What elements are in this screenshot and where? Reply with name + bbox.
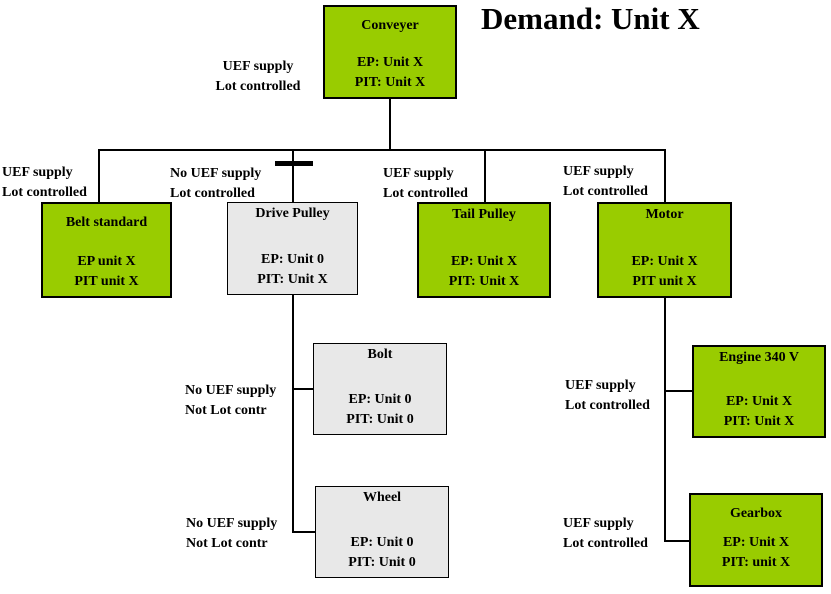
label-drive-pulley-supply: No UEF supply Lot controlled: [170, 166, 262, 201]
connector-bolt-stub: [292, 388, 313, 390]
label-bolt-supply: No UEF supply Not Lot contr: [185, 383, 277, 418]
connector-tail-pulley-drop: [484, 149, 486, 202]
connector-main-horizontal: [98, 149, 666, 151]
line-break-tick: [275, 161, 313, 166]
connector-gearbox-elbow: [664, 540, 689, 542]
node-gearbox: Gearbox EP: Unit X PIT: unit X: [689, 493, 823, 587]
node-motor-ep: EP: Unit X: [631, 254, 698, 269]
node-wheel-title: Wheel: [362, 490, 402, 505]
node-tail-pulley: Tail Pulley EP: Unit X PIT: Unit X: [417, 202, 551, 298]
node-tail-pulley-values: EP: Unit X PIT: Unit X: [419, 252, 549, 296]
node-engine-title: Engine 340 V: [719, 350, 799, 365]
node-belt-standard-pit: PIT unit X: [74, 274, 139, 289]
label-tail-pulley-supply: UEF supply Lot controlled: [383, 166, 468, 201]
node-gearbox-values: EP: Unit X PIT: unit X: [691, 533, 821, 585]
node-belt-standard-ep: EP unit X: [77, 254, 136, 269]
node-drive-pulley-ep: EP: Unit 0: [261, 252, 324, 267]
node-conveyer-values: EP: Unit X PIT: Unit X: [325, 53, 455, 97]
node-conveyer-title: Conveyer: [361, 18, 419, 33]
node-bolt-ep: EP: Unit 0: [348, 392, 412, 407]
label-motor-supply: UEF supply Lot controlled: [563, 164, 648, 199]
node-gearbox-ep: EP: Unit X: [722, 535, 790, 550]
connector-drive-pulley-trunk: [292, 295, 294, 533]
page-title: Demand: Unit X: [481, 1, 700, 36]
label-belt-standard-supply: UEF supply Lot controlled: [2, 165, 87, 200]
label-engine-supply: UEF supply Lot controlled: [565, 378, 650, 413]
node-wheel: Wheel EP: Unit 0 PIT: Unit 0: [315, 486, 449, 578]
node-motor-values: EP: Unit X PIT unit X: [599, 252, 730, 296]
node-engine-values: EP: Unit X PIT: Unit X: [694, 392, 824, 436]
connector-motor-drop: [664, 149, 666, 202]
node-tail-pulley-ep: EP: Unit X: [450, 254, 518, 269]
label-wheel-supply: No UEF supply Not Lot contr: [186, 516, 278, 551]
node-tail-pulley-title: Tail Pulley: [452, 207, 516, 222]
node-conveyer-ep: EP: Unit X: [356, 55, 424, 70]
node-drive-pulley-title: Drive Pulley: [255, 206, 330, 221]
node-wheel-pit: PIT: Unit 0: [348, 555, 416, 570]
connector-motor-trunk: [664, 298, 666, 542]
node-drive-pulley-values: EP: Unit 0 PIT: Unit X: [228, 250, 357, 294]
node-gearbox-pit: PIT: unit X: [721, 555, 791, 570]
node-wheel-ep: EP: Unit 0: [350, 535, 414, 550]
node-bolt-values: EP: Unit 0 PIT: Unit 0: [314, 390, 446, 434]
node-drive-pulley: Drive Pulley EP: Unit 0 PIT: Unit X: [227, 202, 358, 295]
node-conveyer: Conveyer EP: Unit X PIT: Unit X: [323, 5, 457, 99]
node-gearbox-title: Gearbox: [729, 506, 783, 521]
connector-wheel-elbow: [292, 531, 315, 533]
node-belt-standard-title: Belt standard: [65, 215, 148, 230]
node-bolt: Bolt EP: Unit 0 PIT: Unit 0: [313, 343, 447, 435]
node-bolt-title: Bolt: [367, 347, 393, 362]
connector-conveyer-drop: [389, 99, 391, 150]
label-conveyer-supply: UEF supply Lot controlled: [215, 59, 301, 94]
node-bolt-pit: PIT: Unit 0: [346, 412, 414, 427]
node-belt-standard: Belt standard EP unit X PIT unit X: [41, 202, 172, 298]
connector-engine-stub: [664, 390, 692, 392]
node-engine-ep: EP: Unit X: [725, 394, 793, 409]
connector-belt-drop: [98, 149, 100, 202]
node-motor: Motor EP: Unit X PIT unit X: [597, 202, 732, 298]
node-motor-pit: PIT unit X: [632, 274, 697, 289]
node-tail-pulley-pit: PIT: Unit X: [448, 274, 520, 289]
node-motor-title: Motor: [645, 207, 684, 222]
node-belt-standard-values: EP unit X PIT unit X: [43, 252, 170, 296]
node-engine-pit: PIT: Unit X: [723, 414, 795, 429]
label-gearbox-supply: UEF supply Lot controlled: [563, 516, 648, 551]
node-conveyer-pit: PIT: Unit X: [354, 75, 426, 90]
connector-drive-pulley-drop: [292, 149, 294, 202]
node-wheel-values: EP: Unit 0 PIT: Unit 0: [316, 533, 448, 577]
node-drive-pulley-pit: PIT: Unit X: [257, 272, 328, 287]
node-engine: Engine 340 V EP: Unit X PIT: Unit X: [692, 345, 826, 438]
